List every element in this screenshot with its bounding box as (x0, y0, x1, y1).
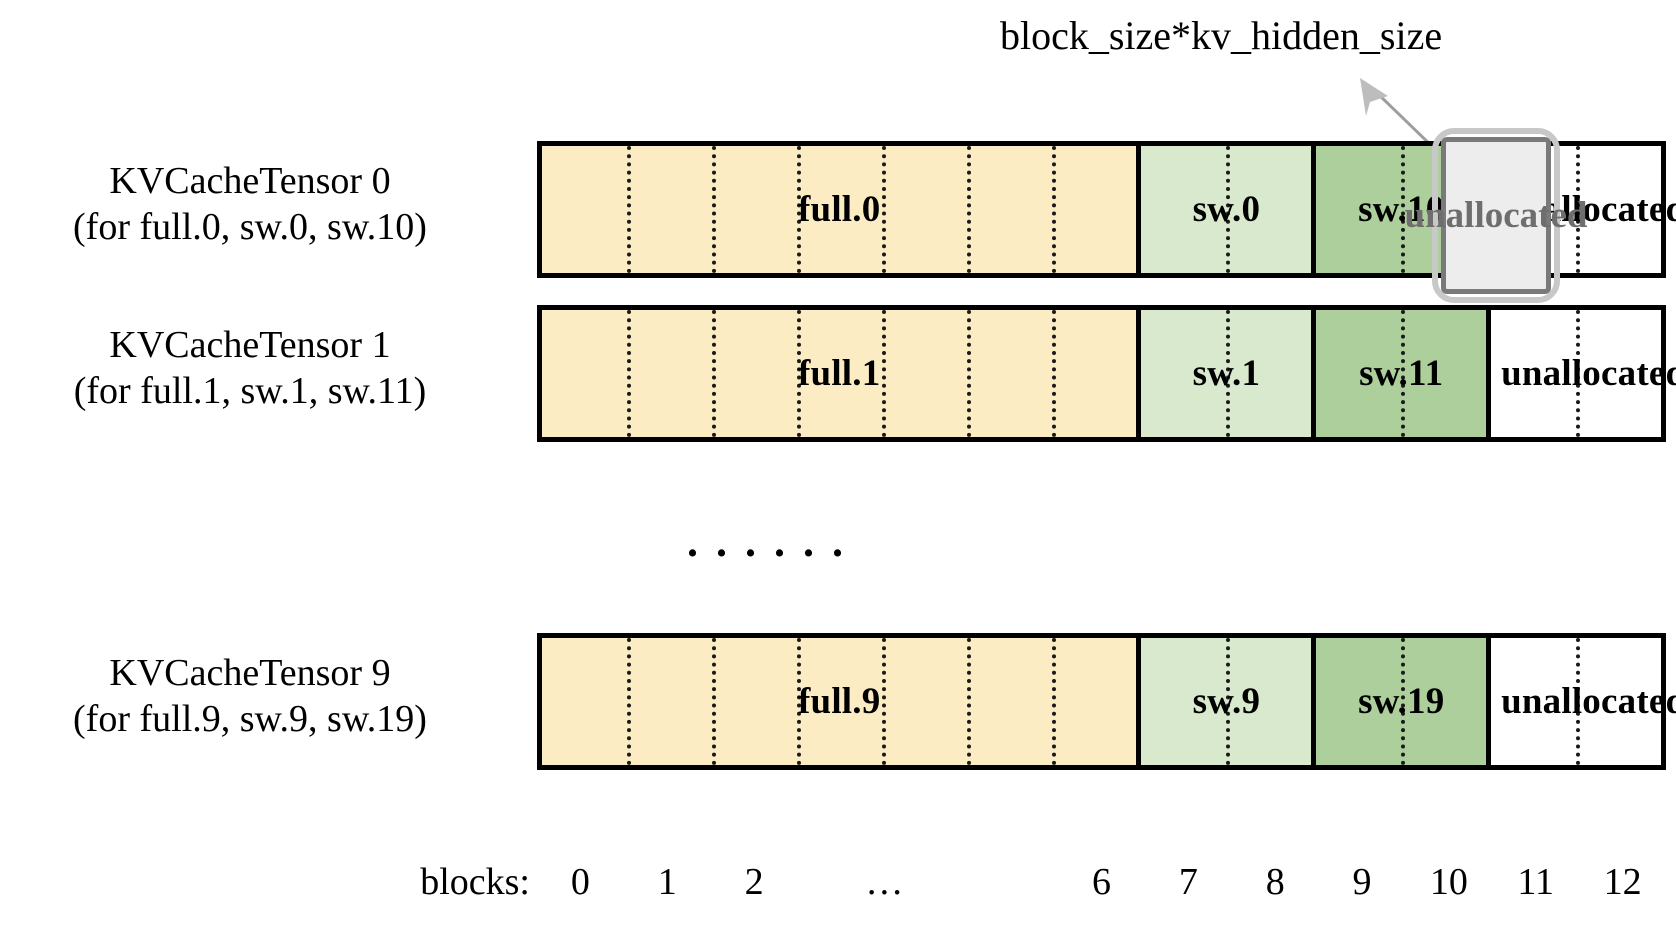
row-label-0: KVCacheTensor 0 (for full.0, sw.0, sw.10… (73, 160, 427, 249)
block-tick: 7 (1178, 861, 1198, 903)
segment-label: sw.19 (1358, 680, 1445, 722)
segment-label: unallocated (1501, 188, 1676, 230)
block-tick: 8 (1265, 861, 1285, 903)
kvcachetensor-bar-9: full.9 sw.9 sw.19 unallocated (537, 633, 1676, 770)
segment-sw11[interactable]: sw.11 (1311, 310, 1487, 437)
kvcachetensor-bar-1: full.1 sw.1 sw.11 unallocated (537, 305, 1676, 442)
segment-sw-9[interactable]: sw.9 (1136, 638, 1312, 765)
segment-label: sw.10 (1358, 188, 1445, 230)
block-tick: 9 (1352, 861, 1372, 903)
segment-label: sw.11 (1359, 352, 1444, 394)
segment-full-1[interactable]: full.1 (542, 310, 1137, 437)
segment-label: full.0 (798, 188, 881, 230)
block-tick: … (865, 861, 904, 903)
row-label-1: KVCacheTensor 1 (for full.1, sw.1, sw.11… (73, 324, 427, 413)
segment-unallocated-0[interactable]: unallocated (1486, 146, 1676, 273)
segment-label: full.1 (798, 352, 881, 394)
block-tick: 12 (1603, 861, 1642, 903)
block-tick: 0 (570, 861, 590, 903)
segment-sw-1[interactable]: sw.1 (1136, 310, 1312, 437)
kvcachetensor-bar-0: full.0 sw.0 sw.10 unallocated (537, 141, 1676, 278)
segment-sw-0[interactable]: sw.0 (1136, 146, 1312, 273)
segment-label: unallocated (1501, 352, 1676, 394)
block-tick: 11 (1517, 861, 1555, 903)
segment-label: sw.0 (1192, 188, 1261, 230)
row-label-9: KVCacheTensor 9 (for full.9, sw.9, sw.19… (73, 652, 427, 741)
segment-sw10[interactable]: sw.10 (1311, 146, 1487, 273)
segment-label: sw.1 (1192, 352, 1261, 394)
block-tick: 2 (744, 861, 764, 903)
segment-sw19[interactable]: sw.19 (1311, 638, 1487, 765)
block-tick: 1 (657, 861, 677, 903)
segment-unallocated-9[interactable]: unallocated (1486, 638, 1676, 765)
block-tick: 10 (1429, 861, 1468, 903)
segment-unallocated-1[interactable]: unallocated (1486, 310, 1676, 437)
annotation-label: block_size*kv_hidden_size (1000, 13, 1443, 58)
vertical-ellipsis: ...... (687, 517, 861, 566)
segment-full-0[interactable]: full.0 (542, 146, 1137, 273)
segment-label: full.9 (798, 680, 881, 722)
segment-label: unallocated (1501, 680, 1676, 722)
block-tick: 6 (1092, 861, 1111, 903)
segment-full-9[interactable]: full.9 (542, 638, 1137, 765)
segment-label: sw.9 (1192, 680, 1261, 722)
blocks-axis-caption: blocks: (420, 861, 530, 903)
